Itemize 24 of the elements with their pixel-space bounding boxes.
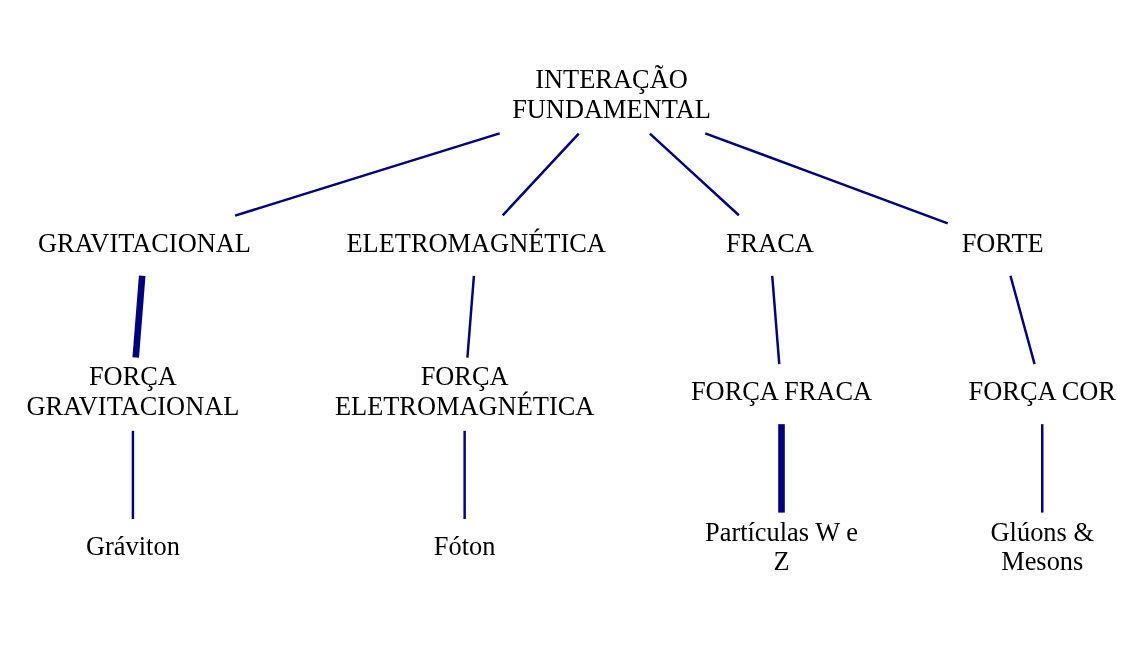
node-text: FRACA [725,227,814,258]
connector [1041,424,1044,513]
node-text: INTERAÇÃO FUNDAMENTAL [512,64,711,125]
connector [463,430,466,519]
node-text: FORTE [961,227,1044,258]
connector [649,132,740,217]
node-text: Gráviton [86,531,180,562]
node-text: FORÇA COR [968,376,1116,407]
connector [1009,275,1036,365]
node-text: FORÇA GRAVITACIONAL [26,361,240,422]
node-text: Glúons & Mesons [990,516,1094,577]
connector [466,275,476,358]
node-text: Fóton [433,531,496,562]
connector [771,275,781,365]
node-text: GRAVITACIONAL [38,227,251,258]
node-text: FORÇA FRACA [690,376,873,407]
connector [234,132,500,217]
connector [501,132,580,217]
node-text: FORÇA ELETROMAGNÉTICA [334,361,595,422]
node-text: ELETROMAGNÉTICA [346,227,606,258]
connector [131,430,135,519]
node-text: Partículas W e Z [705,516,858,577]
connector [132,275,146,358]
connector [704,132,949,225]
